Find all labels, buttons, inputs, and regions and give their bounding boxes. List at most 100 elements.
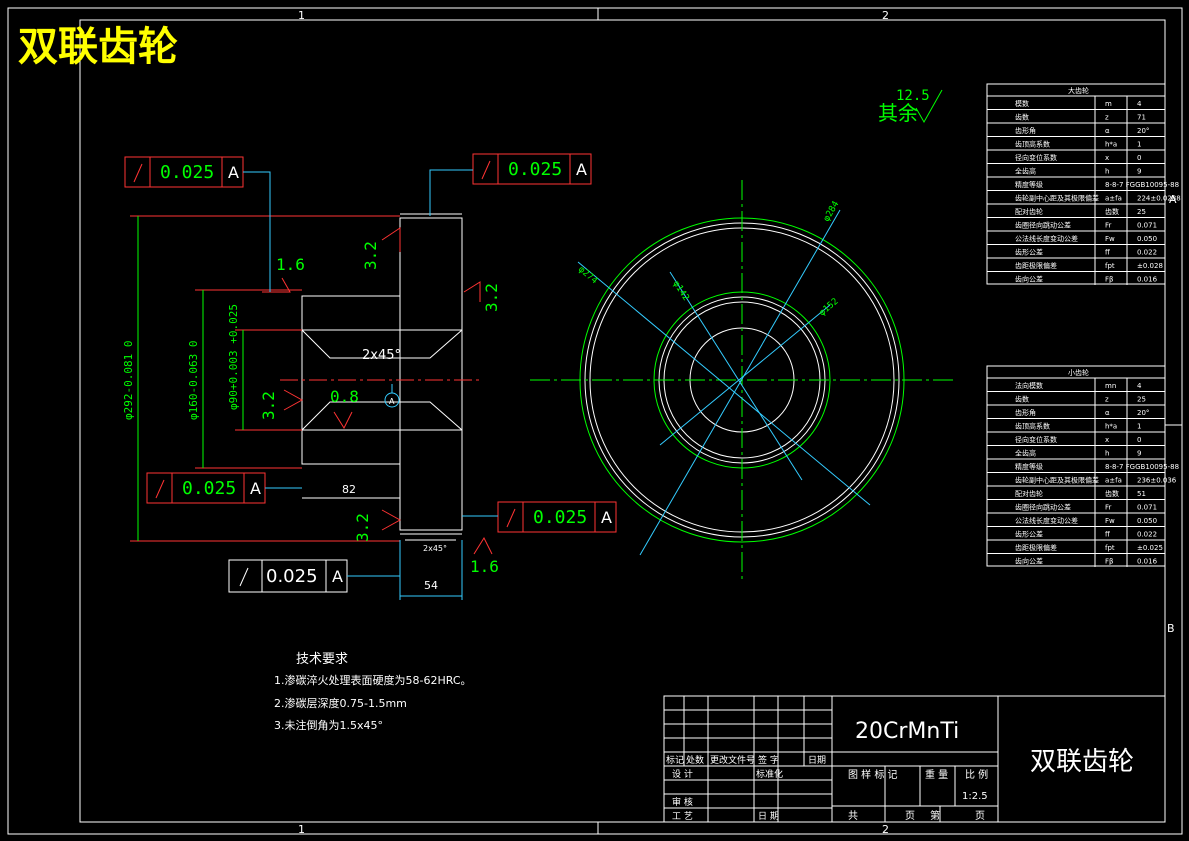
bigTable-cell: 0.022: [1137, 249, 1157, 257]
bigTable-cell: 全齿高: [1015, 167, 1036, 176]
smallTable-cell: 齿向公差: [1015, 557, 1043, 566]
drawing-title: 双联齿轮: [18, 24, 178, 70]
bigTable-cell: α: [1105, 127, 1110, 135]
svg-text:重 量: 重 量: [925, 768, 948, 781]
smallTable-cell: Fw: [1105, 517, 1115, 525]
smallTable-cell: z: [1105, 396, 1109, 404]
smallTable-cell: 51: [1137, 490, 1146, 498]
svg-text:0.025: 0.025: [508, 159, 562, 180]
bigTable-cell: h*a: [1105, 141, 1117, 149]
bigTable-cell: 8-8-7 FGGB10095-88: [1105, 181, 1179, 189]
svg-text:处数: 处数: [686, 754, 704, 766]
roughness-6: 3.2: [353, 513, 372, 542]
smallTable-cell: 9: [1137, 450, 1141, 458]
smallTable-cell: 25: [1137, 396, 1146, 404]
dim-d274: φ274: [576, 265, 599, 287]
bigTable-cell: 齿向公差: [1015, 275, 1043, 284]
bigTable-cell: 齿数: [1105, 207, 1119, 216]
smallTable-cell: ±0.025: [1137, 544, 1163, 552]
bigTable-cell: 4: [1137, 100, 1142, 108]
svg-text:0.025: 0.025: [160, 162, 214, 183]
bigTable-cell: 公法线长度变动公差: [1015, 234, 1078, 243]
smallTable-cell: 精度等级: [1015, 462, 1043, 471]
zone-mark-a: A: [1169, 193, 1177, 206]
smallTable-cell: ff: [1105, 531, 1110, 539]
svg-text:审 核: 审 核: [672, 796, 693, 808]
svg-text:页: 页: [975, 810, 985, 822]
tolerance-frame-4: 0.025 A: [462, 501, 617, 533]
svg-text:日 期: 日 期: [758, 811, 779, 822]
smallTable-cell: 配对齿轮: [1015, 489, 1043, 498]
smallTable-cell: 0.016: [1137, 558, 1158, 566]
smallTable-cell: 236±0.036: [1137, 477, 1177, 485]
svg-text:日期: 日期: [808, 755, 826, 766]
bigTable-cell: 0.071: [1137, 222, 1157, 230]
roughness-2: 3.2: [361, 241, 380, 270]
smallTable-cell: α: [1105, 409, 1110, 417]
smallTable-cell: 0.022: [1137, 531, 1157, 539]
tech-heading: 技术要求: [296, 652, 348, 667]
smallTable-cell: 4: [1137, 382, 1142, 390]
svg-text:签 字: 签 字: [758, 754, 779, 766]
bigTable-cell: a±fa: [1105, 195, 1122, 203]
smallTable-cell: 齿圈径向跳动公差: [1015, 503, 1071, 512]
bigTable-cell: Fr: [1105, 222, 1112, 230]
bigTable-cell: 0.016: [1137, 276, 1158, 284]
dim-chamfer: 2x45°: [362, 348, 401, 363]
bigTable-cell: 模数: [1015, 99, 1029, 108]
roughness-3: 3.2: [482, 283, 501, 312]
svg-text:标准化: 标准化: [756, 768, 783, 780]
dim-len54: 54: [424, 579, 438, 592]
bigTable-cell: ±0.028: [1137, 262, 1163, 270]
bigTable-cell: fpt: [1105, 262, 1115, 270]
hub-lower-section: [301, 429, 401, 465]
roughness-4: 3.2: [259, 391, 278, 420]
bigTable-cell: h: [1105, 168, 1109, 176]
zone-mark-b: B: [1167, 622, 1175, 635]
zone-mark-top-1: 1: [298, 9, 305, 22]
dim-d142: φ142: [670, 279, 690, 303]
svg-text:0.025: 0.025: [182, 478, 236, 499]
smallTable-cell: 齿轮副中心距及其极限偏差: [1015, 476, 1099, 485]
svg-text:第: 第: [930, 809, 940, 822]
bigTable-cell: 71: [1137, 114, 1146, 122]
dim-len82: 82: [342, 483, 356, 496]
dim-d152: φ152: [818, 297, 841, 319]
smallTable-cell: Fβ: [1105, 558, 1114, 566]
hub-upper-section: [301, 295, 401, 331]
svg-text:设 计: 设 计: [672, 768, 693, 780]
svg-text:图 样 标 记: 图 样 标 记: [848, 768, 898, 781]
tech-item-2: 2.渗碳层深度0.75-1.5mm: [274, 696, 407, 710]
roughness-1: 1.6: [276, 255, 305, 274]
bigTable-cell: 配对齿轮: [1015, 207, 1043, 216]
smallTable-cell: 齿数: [1015, 395, 1029, 404]
tolerance-frame-2: 0.025 A: [429, 153, 592, 216]
svg-text:比 例: 比 例: [965, 768, 988, 781]
bigTable-cell: Fw: [1105, 235, 1115, 243]
bigTable-cell: 齿轮副中心距及其极限偏差: [1015, 194, 1099, 203]
surface-roughness-value: 12.5: [896, 88, 930, 104]
zone-mark-bottom-1: 1: [298, 823, 305, 836]
svg-text:共: 共: [848, 810, 858, 822]
bigTable-cell: x: [1105, 154, 1109, 162]
dim-d90: φ90+0.003 +0.025: [227, 304, 240, 410]
smallTable-cell: 8-8-7 FGGB10095-88: [1105, 463, 1179, 471]
smallTable-cell: x: [1105, 436, 1109, 444]
big-gear-section: [399, 217, 463, 531]
bigTable-cell: 齿数: [1015, 113, 1029, 122]
svg-text:A: A: [601, 508, 612, 527]
smallTable-cell: Fr: [1105, 504, 1112, 512]
part-name: 双联齿轮: [1030, 747, 1134, 777]
zone-mark-top-2: 2: [882, 9, 889, 22]
bigTable-cell: Fβ: [1105, 276, 1114, 284]
svg-text:1:2.5: 1:2.5: [962, 791, 988, 802]
smallTable-cell: 0.050: [1137, 517, 1157, 525]
svg-text:页: 页: [905, 810, 915, 822]
bigTable-cell: 精度等级: [1015, 180, 1043, 189]
dim-d292: φ292-0.081 0: [122, 341, 135, 420]
tech-item-3: 3.未注倒角为1.5x45°: [274, 718, 383, 732]
bigTable-cell: 齿距极限偏差: [1015, 261, 1057, 270]
smallTable-cell: 法向模数: [1015, 381, 1043, 390]
